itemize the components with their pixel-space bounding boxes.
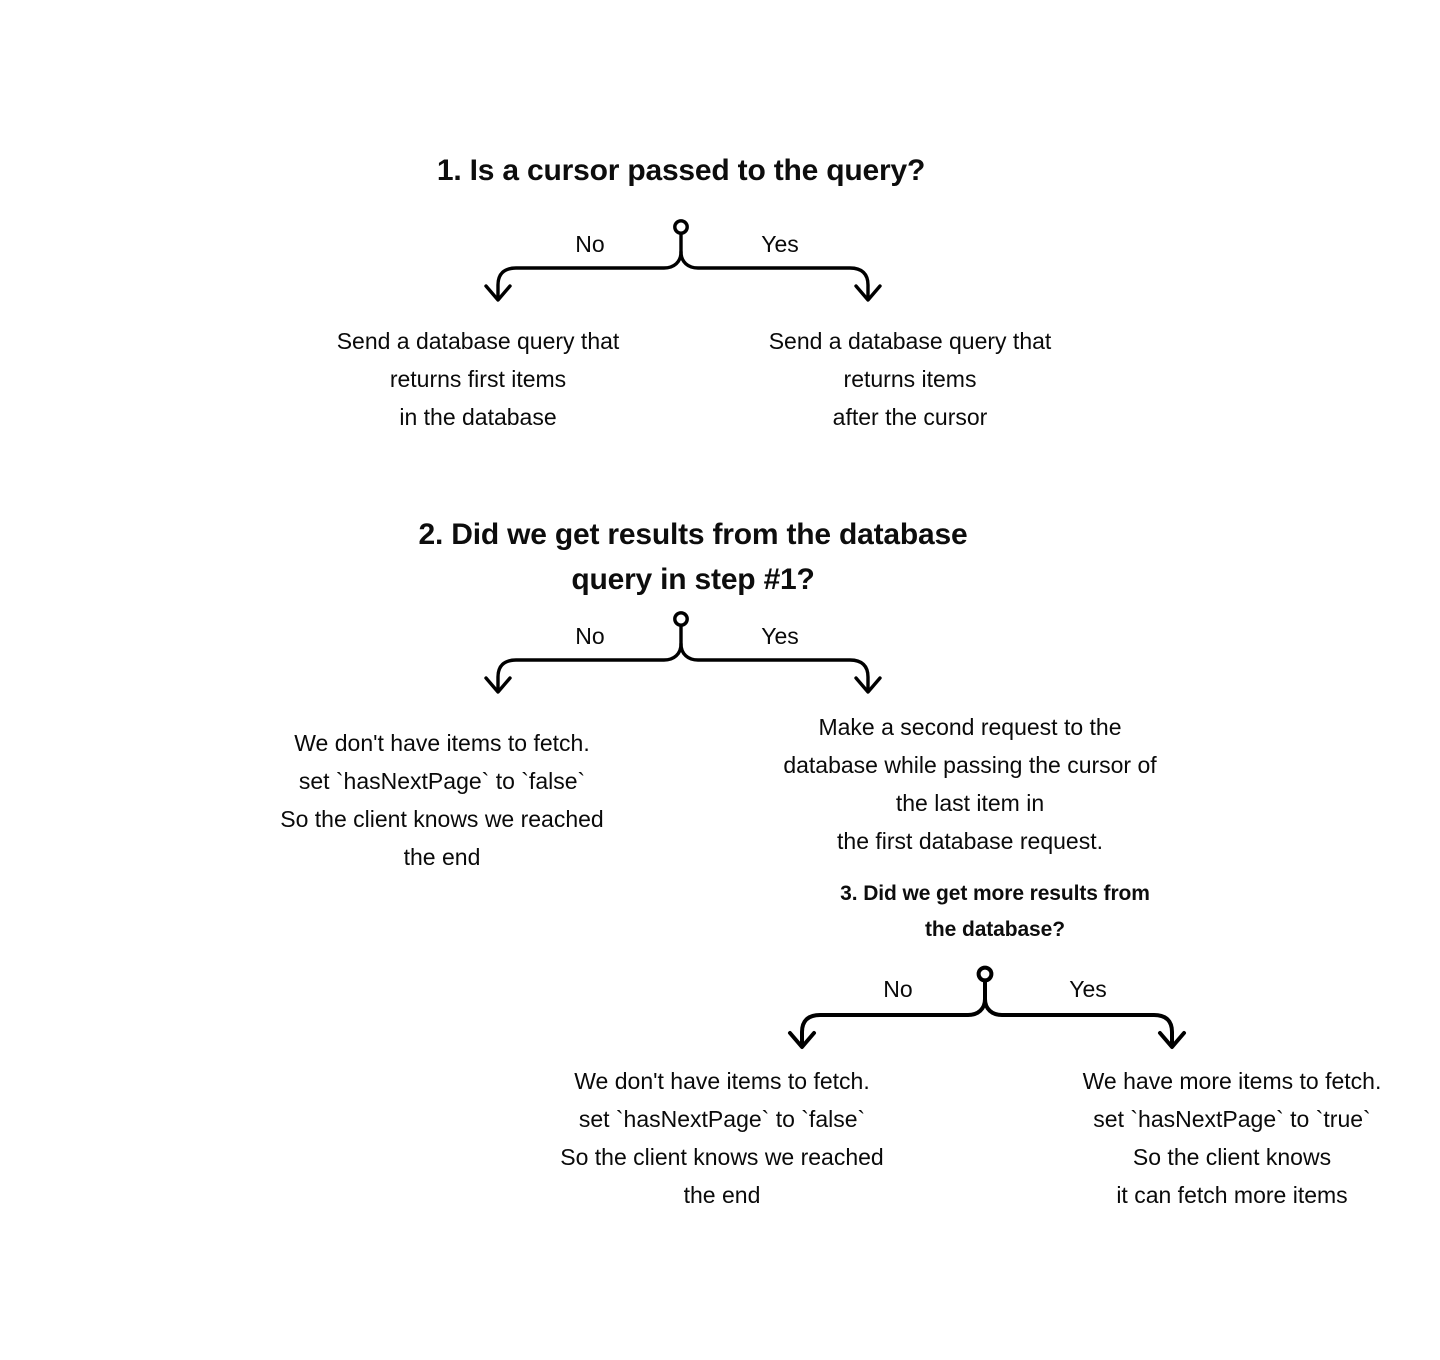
arrowhead-right — [856, 678, 880, 692]
step2-branch-label-no: No — [575, 623, 605, 649]
step1-branch-label-yes: Yes — [761, 231, 799, 257]
step3-branch-label-no: No — [883, 976, 913, 1002]
arrowhead-right — [1160, 1033, 1184, 1047]
step2-outcome-no: We don't have items to fetch. set `hasNe… — [280, 730, 604, 870]
branch-bar-right — [681, 644, 868, 690]
branch-bar-right — [681, 252, 868, 298]
step3-branch-label-yes: Yes — [1069, 976, 1107, 1002]
branch-stem-and-bar — [802, 981, 985, 1045]
branch-stem-and-bar — [498, 234, 681, 298]
arrowhead-right — [856, 286, 880, 300]
step1-heading: 1. Is a cursor passed to the query? — [436, 154, 926, 187]
branch-node-circle — [979, 968, 992, 981]
step2-branch-connector — [480, 610, 886, 700]
step2-heading: 2. Did we get results from the database … — [418, 518, 968, 596]
step3-heading: 3. Did we get more results from the data… — [840, 882, 1150, 941]
step1-branch-connector — [480, 218, 886, 308]
branch-bar-right — [985, 999, 1172, 1045]
branch-stem-and-bar — [498, 626, 681, 690]
branch-node-circle — [675, 613, 687, 625]
step1-outcome-yes: Send a database query that returns items… — [768, 328, 1052, 430]
arrowhead-left — [790, 1033, 814, 1047]
step1-outcome-no: Send a database query that returns first… — [336, 328, 620, 430]
step2-branch-label-yes: Yes — [761, 623, 799, 649]
step3-outcome-no: We don't have items to fetch. set `hasNe… — [560, 1068, 884, 1208]
step2-outcome-yes: Make a second request to the database wh… — [783, 714, 1157, 854]
arrowhead-left — [486, 286, 510, 300]
step3-outcome-yes: We have more items to fetch. set `hasNex… — [1082, 1068, 1382, 1208]
step1-branch-label-no: No — [575, 231, 605, 257]
step3-branch-connector — [784, 965, 1190, 1055]
branch-node-circle — [675, 221, 687, 233]
arrowhead-left — [486, 678, 510, 692]
